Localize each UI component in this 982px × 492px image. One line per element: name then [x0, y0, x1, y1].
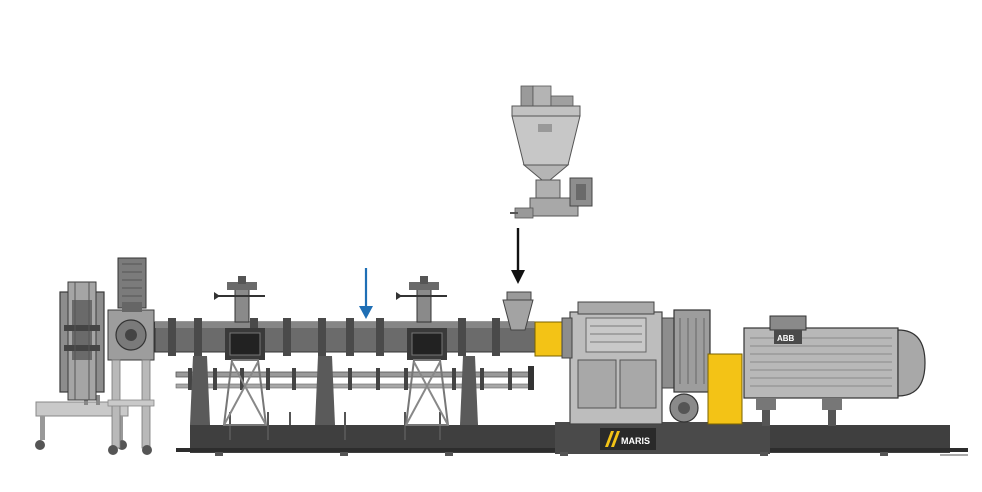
brand-label: MARIS	[621, 436, 650, 446]
pelletizer-drive	[107, 257, 155, 455]
vent-stack-1	[214, 276, 268, 426]
coupling	[661, 309, 743, 425]
main-feed-arrow	[511, 228, 525, 284]
extruder-barrel	[154, 318, 536, 440]
screen-changer	[35, 281, 129, 450]
gearbox	[561, 301, 663, 425]
machine-base: MARIS	[176, 422, 968, 456]
motor-plate-label: ABB	[777, 334, 795, 343]
electric-motor: ABB	[743, 315, 926, 426]
gravimetric-feeder	[510, 85, 593, 219]
vent-stack-2	[396, 276, 450, 426]
side-feed-arrow	[359, 268, 373, 319]
motor-plate	[774, 330, 802, 344]
